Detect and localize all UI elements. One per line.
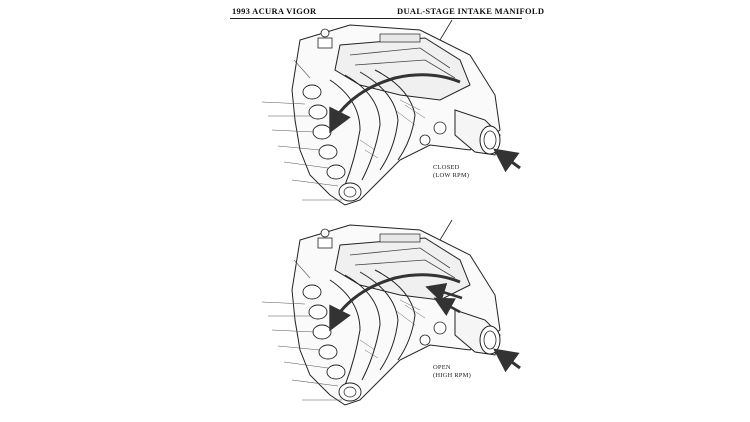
page-header-model: 1993 ACURA VIGOR [232,6,317,16]
valve-state-label: CLOSED [433,164,460,171]
flow-path-arrow-icon [329,273,461,332]
rpm-range-label: (LOW RPM) [433,172,470,179]
figure-caption-closed: CLOSED (LOW RPM) [433,164,469,180]
flow-path-arrow-icon [433,297,461,316]
intake-airflow-arrow-icon [493,148,521,173]
intake-airflow-arrow-icon [493,348,521,373]
valve-state-label: OPEN [433,364,451,371]
flow-path-arrow-icon [425,282,463,303]
rpm-range-label: (HIGH RPM) [433,372,471,379]
engine-figure-open [261,219,521,406]
page-header-topic: DUAL-STAGE INTAKE MANIFOLD [397,6,545,16]
flow-path-arrow-icon [329,73,461,134]
figure-caption-open: OPEN (HIGH RPM) [433,364,471,380]
engine-figure-closed [261,19,521,206]
header-divider [230,18,522,19]
